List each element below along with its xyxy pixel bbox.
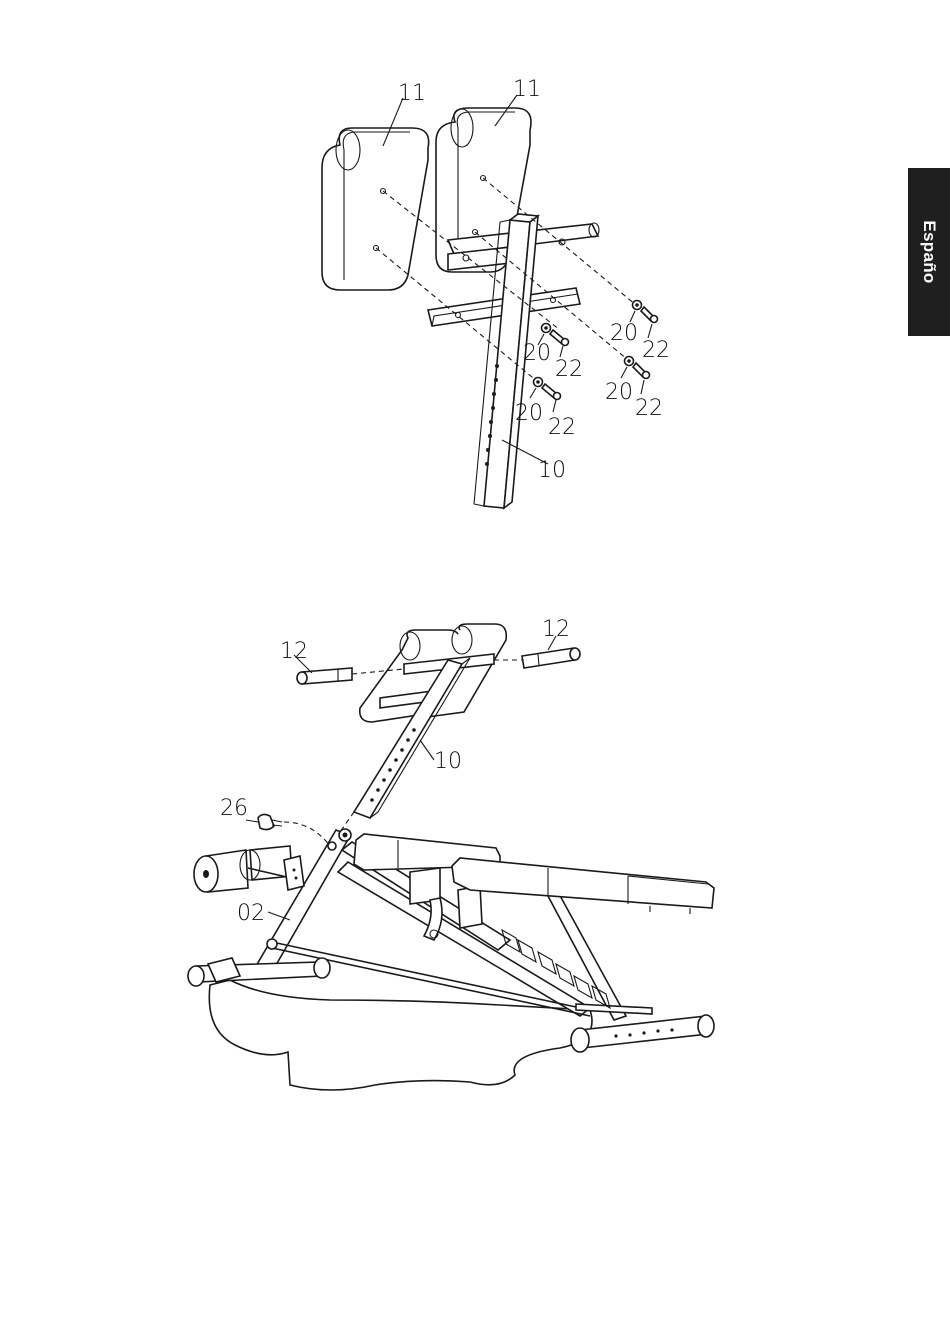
label-20-c: 20: [610, 321, 638, 346]
label-20-a: 20: [523, 341, 551, 366]
exploded-view: 11 11 10 20 22 20 22 20 22 20 22: [322, 77, 670, 508]
label-22-b: 22: [548, 415, 576, 440]
knob-dash: [284, 822, 330, 846]
label-11-right: 11: [513, 77, 541, 102]
rear-base: [571, 1004, 714, 1052]
knob-26: [258, 814, 282, 829]
label-20-d: 20: [605, 380, 633, 405]
back-pad: [452, 858, 714, 914]
label-22-c: 22: [642, 338, 670, 363]
label-12-left: 12: [280, 639, 308, 664]
floor-outline: [209, 980, 592, 1090]
pin-12-right: [522, 648, 580, 668]
label-22-a: 22: [555, 357, 583, 382]
foam-pad-left: [322, 128, 429, 290]
label-22-d: 22: [635, 396, 663, 421]
label-12-right: 12: [542, 617, 570, 642]
label-26: 26: [220, 796, 248, 821]
pin-12-left: [297, 668, 352, 684]
label-10-bottom: 10: [434, 749, 462, 774]
label-20-b: 20: [515, 401, 543, 426]
washer-bolt-c: [633, 301, 658, 323]
label-10-top: 10: [538, 458, 566, 483]
label-02: 02: [237, 901, 265, 926]
bench-assembly-view: 12 12 10 26 02: [188, 617, 714, 1090]
label-11-left: 11: [398, 81, 426, 106]
fasteners: [534, 301, 658, 400]
leg-rollers: [194, 846, 304, 892]
